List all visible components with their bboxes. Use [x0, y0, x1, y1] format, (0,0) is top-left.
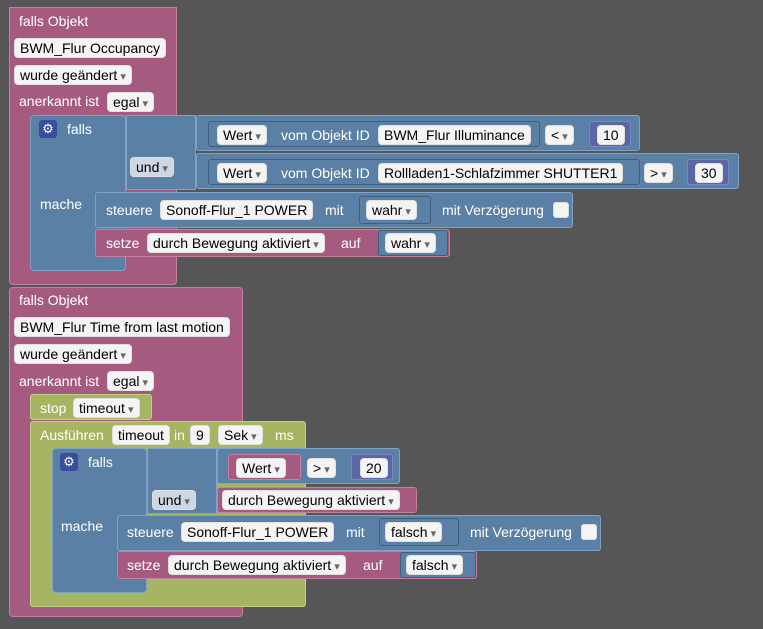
if-label: falls — [67, 121, 92, 137]
ack-dropdown[interactable]: egal — [107, 371, 155, 391]
object-id-field[interactable]: Sonoff-Flur_1 POWER — [160, 200, 314, 220]
boolean-dropdown[interactable]: wahr — [385, 233, 436, 253]
and-block-1[interactable] — [126, 115, 196, 190]
boolean-dropdown[interactable]: wahr — [366, 200, 417, 220]
trigger-dropdown[interactable]: wurde geändert — [14, 344, 132, 364]
number-field[interactable]: 20 — [360, 458, 388, 478]
delay-checkbox[interactable] — [553, 202, 569, 218]
from-object-label: vom Objekt ID — [281, 127, 370, 143]
ack-label: anerkannt ist — [19, 93, 100, 109]
in-label: in — [174, 427, 185, 443]
value-dropdown[interactable]: Wert — [217, 125, 267, 145]
event-header: falls Objekt — [19, 13, 89, 29]
operator-dropdown[interactable]: < — [545, 125, 574, 145]
do-label: mache — [40, 196, 83, 212]
ack-label: anerkannt ist — [19, 373, 100, 389]
stop-label: stop — [40, 400, 67, 416]
value-dropdown[interactable]: Wert — [236, 458, 286, 478]
object-id-field[interactable]: BWM_Flur Occupancy — [14, 38, 167, 58]
set-label: setze — [106, 235, 140, 251]
to-label: auf — [363, 557, 383, 573]
timer-name-field[interactable]: timeout — [112, 425, 170, 445]
operator-dropdown[interactable]: > — [307, 458, 336, 478]
variable-dropdown[interactable]: durch Bewegung aktiviert — [168, 555, 346, 575]
variable-dropdown[interactable]: durch Bewegung aktiviert — [222, 490, 400, 510]
number-field[interactable]: 10 — [597, 125, 625, 145]
delay-number-field[interactable]: 9 — [190, 425, 210, 445]
boolean-dropdown[interactable]: falsch — [406, 555, 464, 575]
object-id-field[interactable]: Rollladen1-Schlafzimmer SHUTTER1 — [378, 163, 624, 183]
gear-icon[interactable]: ⚙ — [60, 453, 78, 471]
from-object-label: vom Objekt ID — [281, 165, 370, 181]
and-dropdown[interactable]: und — [130, 157, 174, 177]
operator-dropdown[interactable]: > — [644, 163, 673, 183]
unit-dropdown[interactable]: Sek — [218, 425, 263, 445]
object-id-field[interactable]: BWM_Flur Time from last motion — [14, 317, 230, 337]
gear-icon[interactable]: ⚙ — [39, 120, 57, 138]
object-id-field[interactable]: Sonoff-Flur_1 POWER — [181, 522, 335, 542]
delay-label: mit Verzögerung — [470, 524, 572, 540]
event-header: falls Objekt — [19, 292, 89, 308]
delay-checkbox[interactable] — [581, 524, 597, 540]
control-label: steuere — [106, 202, 153, 218]
trigger-dropdown[interactable]: wurde geändert — [14, 65, 132, 85]
timer-dropdown[interactable]: timeout — [73, 398, 140, 418]
exec-label: Ausführen — [40, 427, 104, 443]
with-label: mit — [325, 202, 344, 218]
to-label: auf — [341, 235, 361, 251]
with-label: mit — [346, 524, 365, 540]
value-dropdown[interactable]: Wert — [217, 163, 267, 183]
do-label: mache — [61, 518, 104, 534]
if-label: falls — [88, 454, 113, 470]
boolean-dropdown[interactable]: falsch — [385, 522, 443, 542]
number-field[interactable]: 30 — [695, 163, 723, 183]
control-label: steuere — [127, 524, 174, 540]
ack-dropdown[interactable]: egal — [107, 92, 155, 112]
object-id-field[interactable]: BWM_Flur Illuminance — [378, 125, 531, 145]
ms-label: ms — [275, 427, 294, 443]
set-label: setze — [127, 557, 161, 573]
and-dropdown[interactable]: und — [152, 490, 196, 510]
variable-dropdown[interactable]: durch Bewegung aktiviert — [147, 233, 325, 253]
delay-label: mit Verzögerung — [442, 202, 544, 218]
